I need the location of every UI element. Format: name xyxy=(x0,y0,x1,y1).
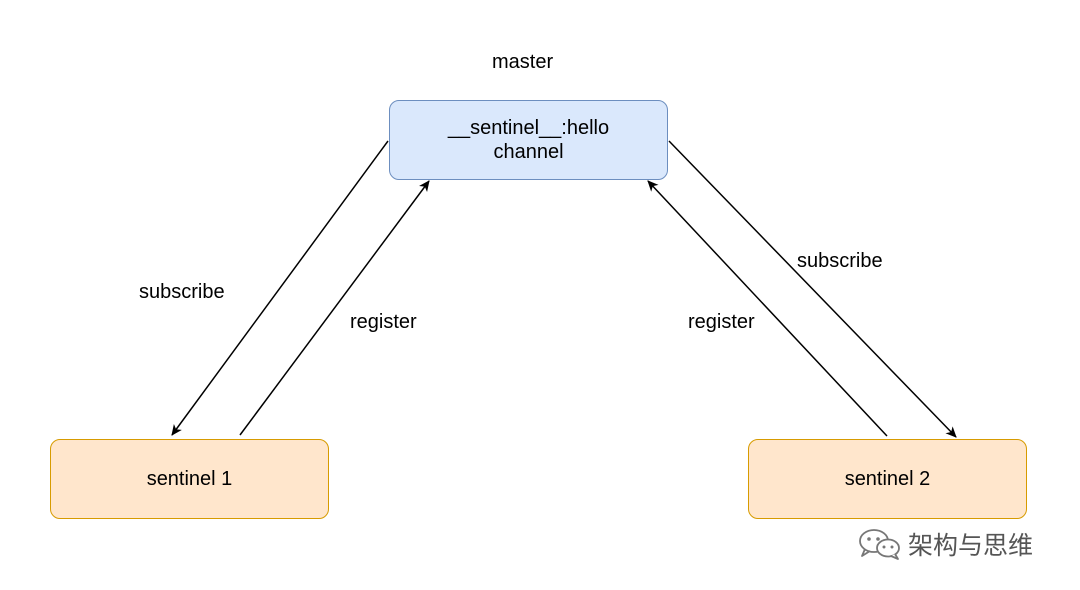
master-label: master xyxy=(492,51,554,73)
watermark-text: 架构与思维 xyxy=(908,532,1034,560)
right-subscribe-arrow xyxy=(668,140,957,438)
channel-suffix: channel xyxy=(493,141,564,163)
channel-name: __sentinel__:hello xyxy=(447,117,610,139)
sentinel-1-label: sentinel 1 xyxy=(146,468,233,490)
left-subscribe-label: subscribe xyxy=(139,281,225,303)
hello-channel-node: __sentinel__:hello channel xyxy=(389,100,668,180)
sentinel-1-node: sentinel 1 xyxy=(50,439,329,519)
wechat-icon xyxy=(859,529,900,560)
left-register-arrow xyxy=(239,180,430,436)
left-subscribe-arrow xyxy=(171,140,389,436)
right-subscribe-label: subscribe xyxy=(797,250,883,272)
left-register-label: register xyxy=(350,311,417,333)
right-register-arrow xyxy=(647,180,888,437)
right-register-label: register xyxy=(688,311,755,333)
watermark: 架构与思维 xyxy=(858,526,1033,562)
sentinel-2-node: sentinel 2 xyxy=(748,439,1027,519)
sentinel-2-label: sentinel 2 xyxy=(844,468,931,490)
